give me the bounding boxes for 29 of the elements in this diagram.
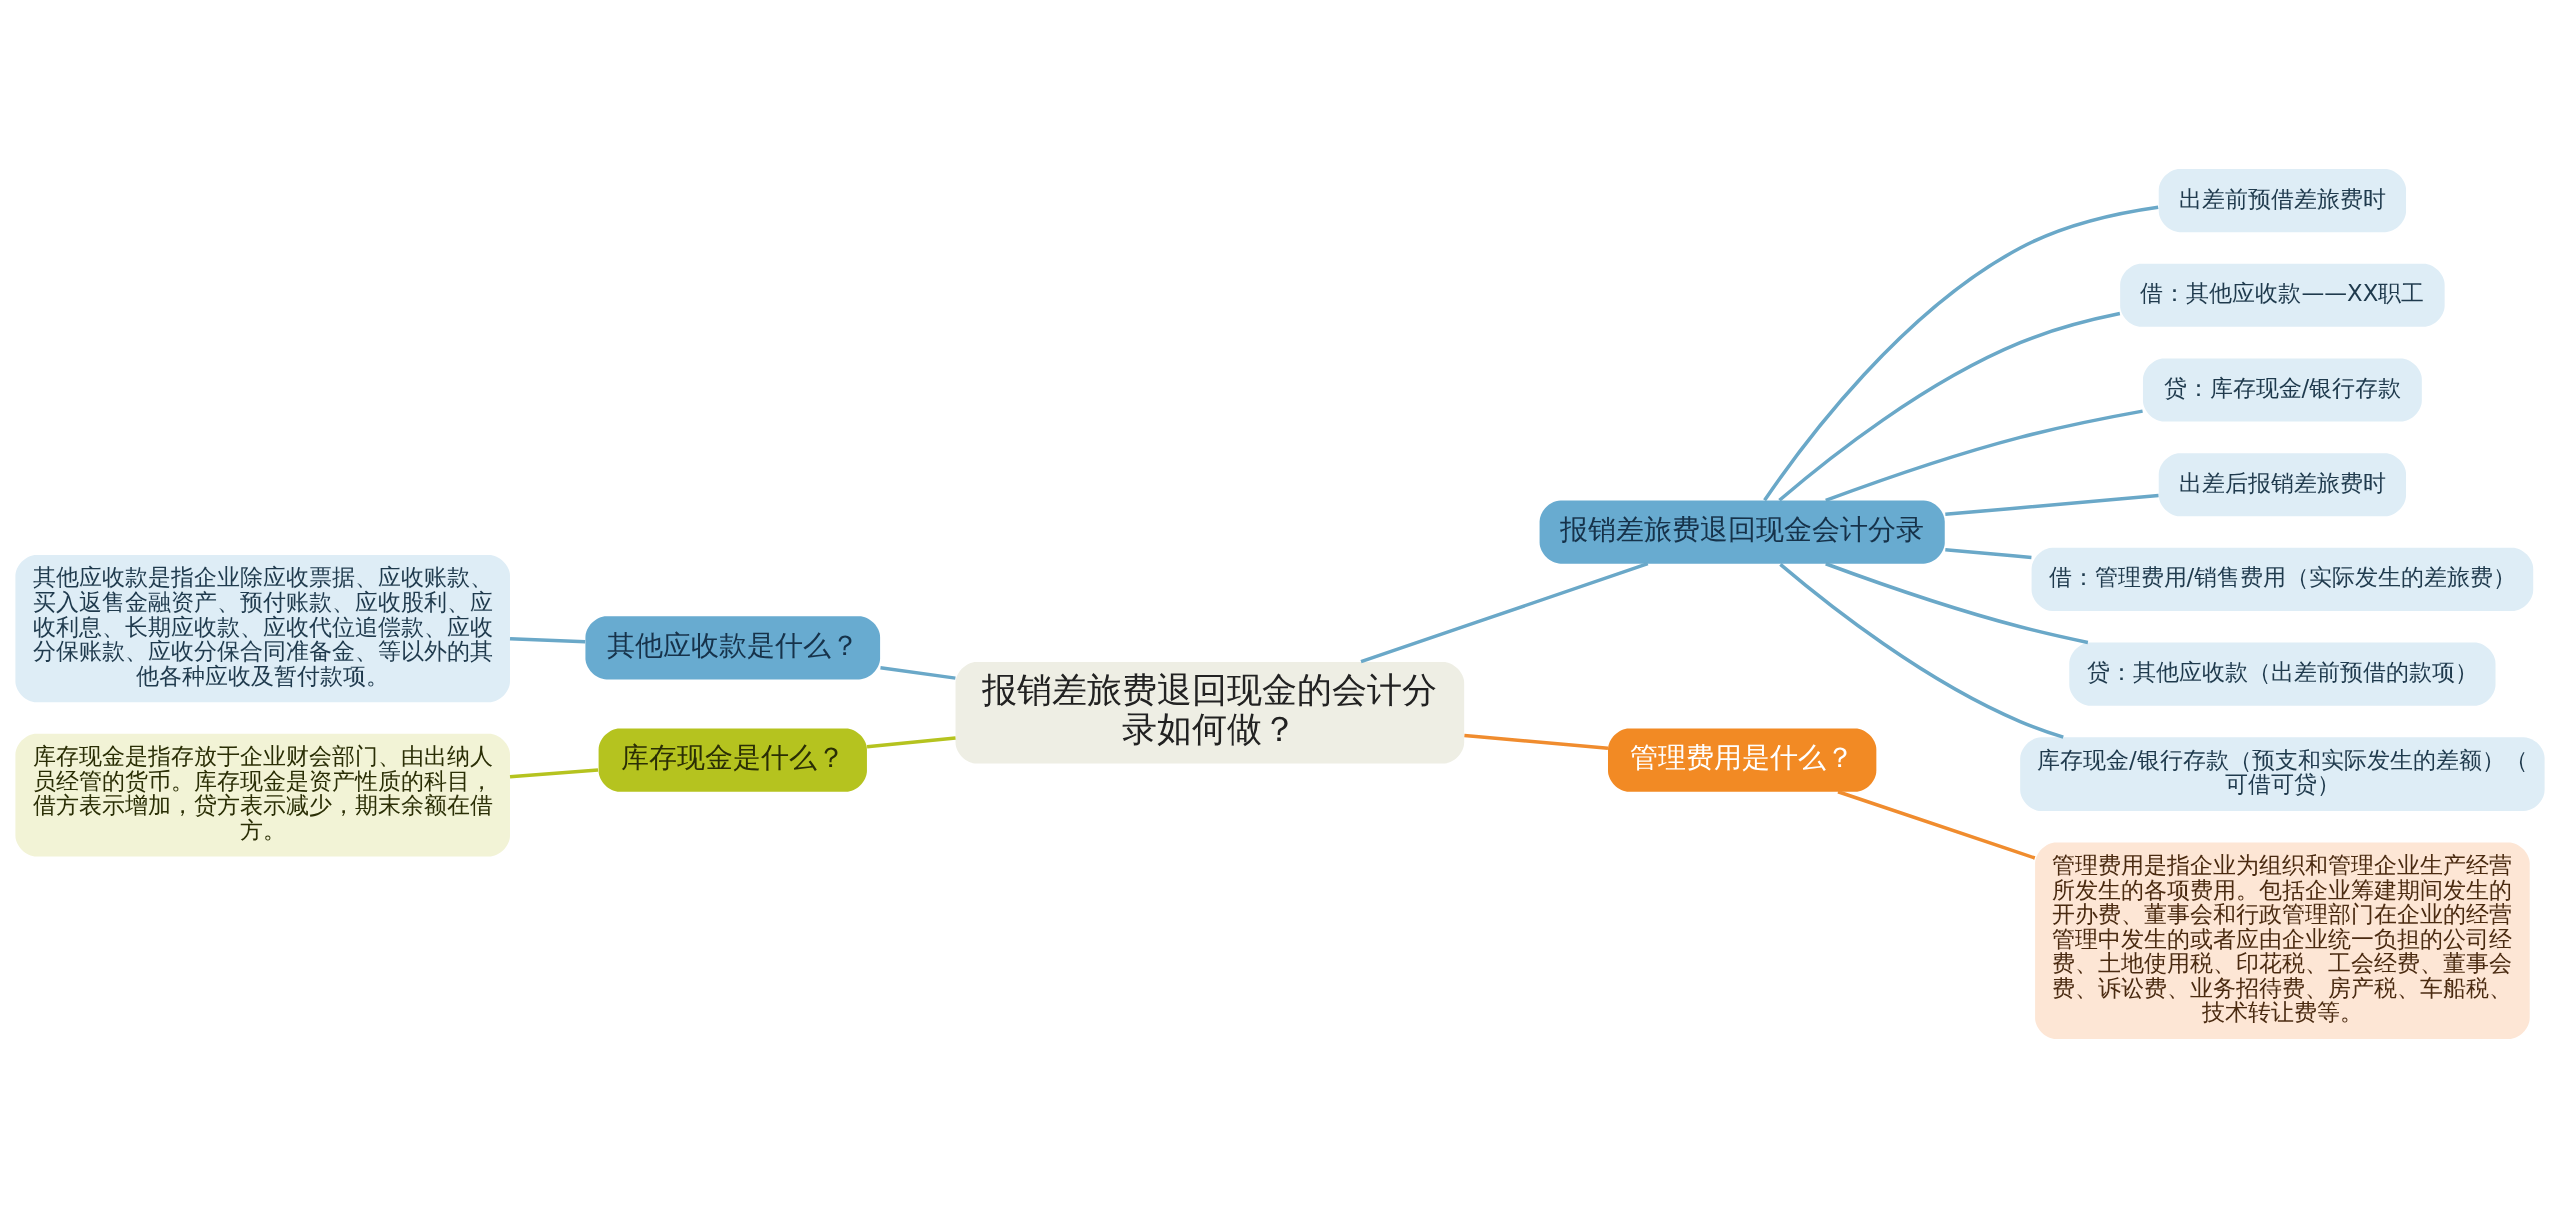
connector	[1945, 547, 2032, 559]
connector	[1464, 733, 1609, 750]
connector	[1945, 493, 2159, 516]
connector	[1763, 204, 2159, 501]
connector	[880, 665, 956, 680]
node-box: 借：其他应收款——XX职工	[2120, 263, 2445, 327]
node-box: 报销差旅费退回现金会计分录	[1539, 500, 1945, 564]
connector	[1778, 311, 2121, 502]
node-box: 管理费用是指企业为组织和管理企业生产经营所发生的各项费用。包括企业筹建期间发生的开办费、董事会和行政管理部门在企业的经营管理中发生的或者应由企业统一负担的公司经费、土地使用税、印花税、工会经费、董事会费、诉讼费、业务招待费、房产税、车船税、技术转让费等。	[2035, 842, 2530, 1039]
node-box: 报销差旅费退回现金的会计分录如何做？	[955, 661, 1465, 764]
node-box: 其他应收款是指企业除应收票据、应收账款、买入返售金融资产、预付账款、应收股利、应收利息、长期应收款、应收代位追偿款、应收分保账款、应收分保合同准备金、等以外的其他各种应收及暂付款项。	[15, 554, 510, 702]
connector	[1360, 561, 1649, 663]
connector	[509, 767, 599, 778]
connector	[866, 735, 956, 749]
node-box: 其他应收款是什么？	[585, 615, 881, 679]
connector	[1837, 789, 2036, 860]
node-box: 库存现金/银行存款（预支和实际发生的差额）（可借可贷）	[2020, 736, 2545, 811]
node-box: 库存现金是指存放于企业财会部门、由出纳人员经管的货币。库存现金是资产性质的科目，借方表示增加，贷方表示减少，期末余额在借方。	[15, 733, 510, 857]
connector	[1779, 562, 2064, 739]
node-box: 出差前预借差旅费时	[2158, 168, 2407, 232]
node-box: 借：管理费用/销售费用（实际发生的差旅费）	[2031, 547, 2534, 611]
node-box: 库存现金是什么？	[598, 728, 867, 792]
node-box: 管理费用是什么？	[1608, 728, 1877, 792]
connector	[509, 636, 586, 644]
node-box: 贷：库存现金/银行存款	[2142, 357, 2422, 422]
node-box: 出差后报销差旅费时	[2158, 452, 2407, 516]
connector	[1825, 561, 2089, 644]
node-box: 贷：其他应收款（出差前预借的款项）	[2069, 642, 2496, 706]
connector	[1825, 408, 2143, 502]
